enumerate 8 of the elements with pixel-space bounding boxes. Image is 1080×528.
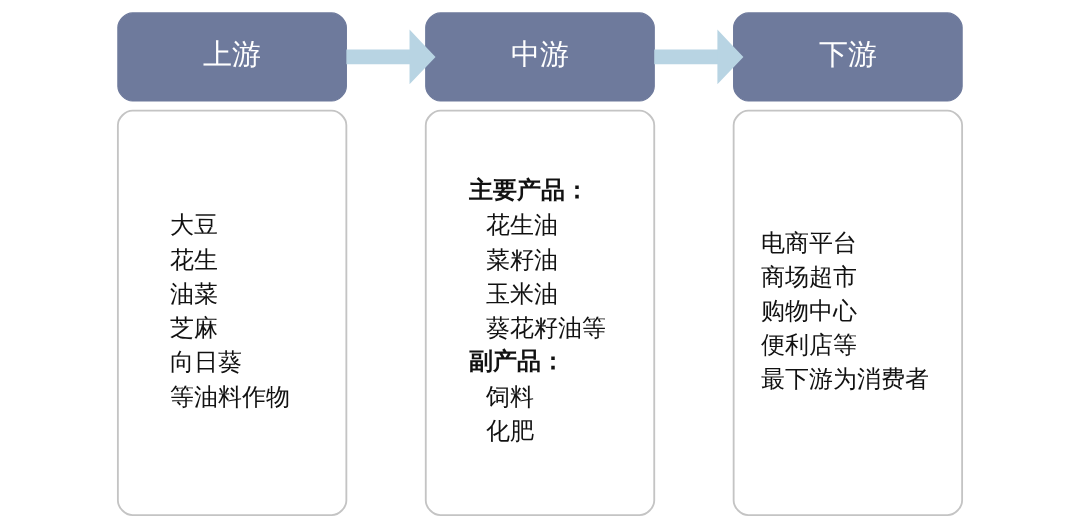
node-box: 大豆 花生 油菜 芝麻 向日葵 等油料作物 [116, 109, 348, 516]
node-box: 上游 [117, 12, 347, 102]
node-box: 中游 [425, 12, 655, 102]
node-box: 主要产品： 花生油 菜籽油 玉米油 葵花籽油等 副产品： 饲料 化肥 [424, 109, 656, 516]
arrow [346, 29, 436, 85]
node-box: 电商平台 商场超市 购物中心 便利店等 最下游为消费者 [732, 109, 964, 516]
arrow [654, 29, 744, 85]
node-box: 下游 [733, 12, 963, 102]
